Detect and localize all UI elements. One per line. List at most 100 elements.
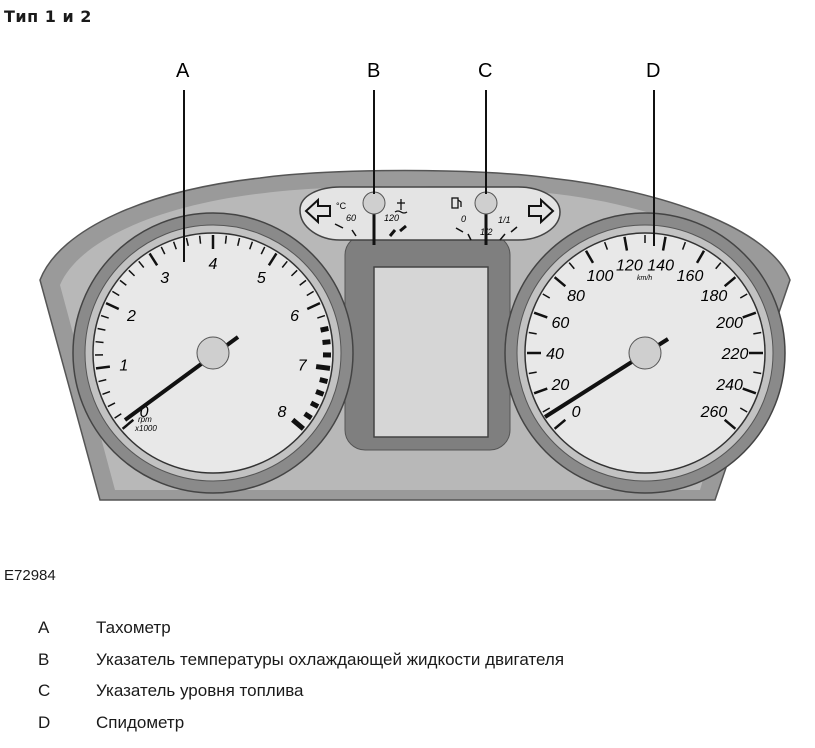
section-heading: Тип 1 и 2 [4, 7, 92, 26]
minor-tick [224, 235, 228, 244]
minor-tick [753, 331, 762, 335]
minor-tick [320, 326, 329, 333]
legend-text: Спидометр [96, 712, 185, 732]
speedometer-label-80: 80 [567, 288, 585, 305]
major-tick [723, 276, 737, 288]
major-tick [584, 250, 595, 264]
temperature-high-label: 120 [384, 213, 399, 223]
major-tick [742, 311, 757, 319]
minor-tick [528, 371, 537, 375]
legend-item: B Указатель температуры охлаждающей жидко… [38, 650, 564, 682]
speedometer-label-0: 0 [572, 404, 581, 421]
minor-tick [160, 246, 166, 255]
major-tick [306, 301, 321, 311]
minor-tick [309, 400, 320, 409]
minor-tick [319, 377, 329, 384]
minor-tick [107, 402, 116, 408]
minor-tick [290, 269, 298, 277]
legend-key: B [38, 649, 50, 669]
legend-key: C [38, 681, 51, 700]
speedometer-label-140: 140 [647, 257, 674, 274]
minor-tick [603, 241, 609, 250]
legend-text: Указатель уровня топлива [96, 681, 304, 700]
minor-tick [715, 262, 722, 270]
speedometer-label-240: 240 [715, 377, 743, 394]
major-tick [148, 252, 159, 266]
top-gauge-panel [299, 186, 561, 241]
tachometer-unit-multiplier: x1000 [134, 424, 157, 433]
speedometer-label-60: 60 [552, 315, 570, 332]
coolant-temperature-icon [394, 199, 408, 214]
tachometer-label-8: 8 [277, 404, 286, 421]
speedometer-unit: km/h [637, 275, 652, 282]
major-tick [553, 276, 567, 288]
minor-tick [542, 293, 551, 299]
callouts: A B C D [176, 60, 660, 262]
fuel-gauge: 0 1/2 1/1 [451, 191, 518, 245]
legend-list: A Тахометр B Указатель температуры охлажда… [38, 618, 564, 744]
minor-tick [322, 339, 331, 345]
minor-tick [119, 279, 127, 286]
minor-tick [739, 407, 748, 413]
legend-item: A Тахометр [38, 618, 564, 650]
tachometer-ticks [95, 235, 332, 431]
minor-tick [568, 262, 575, 270]
minor-tick [100, 314, 109, 319]
center-display [373, 266, 489, 438]
major-tick [623, 236, 629, 251]
legend-item: D Спидометр [38, 713, 564, 745]
fuel-empty-label: 0 [461, 214, 466, 224]
speedometer-hub [628, 336, 662, 370]
callout-label-a: A [176, 60, 190, 82]
minor-tick [317, 314, 326, 319]
speedometer-label-200: 200 [715, 315, 743, 332]
minor-tick [739, 293, 748, 299]
minor-tick [237, 237, 241, 246]
major-tick [95, 365, 111, 370]
legend-key: D [38, 712, 51, 732]
tachometer-label-4: 4 [209, 256, 218, 273]
major-tick [105, 301, 120, 311]
minor-tick [306, 290, 315, 297]
major-tick [315, 364, 331, 371]
legend-text: Указатель температуры охлаждающей жидкос… [96, 649, 565, 669]
speedometer-label-220: 220 [721, 346, 749, 363]
minor-tick [102, 390, 111, 396]
speedometer-label-260: 260 [700, 404, 728, 421]
minor-tick [260, 246, 266, 255]
minor-tick [98, 378, 107, 383]
minor-tick [185, 237, 189, 246]
speedometer-label-120: 120 [616, 257, 643, 274]
minor-tick [249, 241, 254, 250]
minor-tick [315, 389, 325, 397]
minor-tick [114, 413, 122, 419]
minor-tick [97, 327, 106, 331]
legend-text: Тахометр [96, 618, 171, 637]
major-tick [695, 250, 706, 264]
minor-tick [138, 260, 145, 268]
tachometer-label-2: 2 [126, 308, 136, 325]
minor-tick [542, 407, 551, 413]
minor-tick [111, 290, 120, 297]
legend-key: A [38, 618, 50, 637]
arrow-right-icon [528, 197, 555, 225]
speedometer-label-40: 40 [546, 346, 564, 363]
major-tick [533, 311, 548, 319]
tachometer-unit-rpm: rpm [138, 415, 152, 424]
speedometer-label-20: 20 [551, 377, 570, 394]
minor-tick [299, 279, 307, 286]
major-tick [661, 236, 667, 251]
tachometer-label-3: 3 [160, 270, 169, 287]
fuel-full-label: 1/1 [498, 215, 511, 225]
arrow-left-icon [304, 197, 331, 225]
minor-tick [753, 371, 762, 375]
callout-label-d: D [646, 60, 660, 82]
minor-tick [95, 340, 104, 344]
temperature-hub [362, 191, 386, 215]
minor-tick [128, 269, 136, 277]
minor-tick [281, 260, 288, 268]
speedometer-label-180: 180 [701, 288, 728, 305]
temperature-low-label: 60 [346, 213, 356, 223]
